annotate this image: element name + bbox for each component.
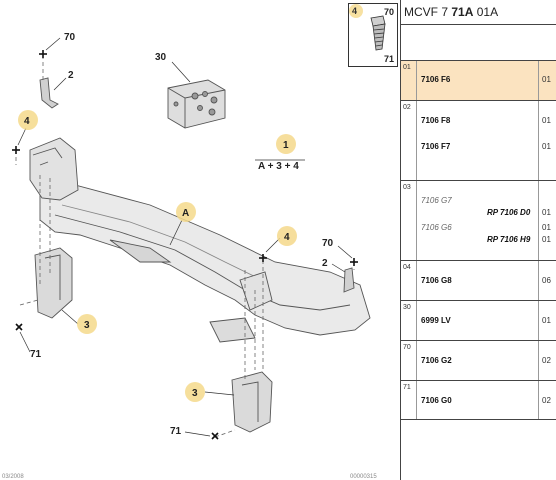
- part-row-01[interactable]: 01 7106 F6 01: [401, 60, 556, 100]
- part-ref: 7106 G2: [421, 356, 452, 365]
- clip-2-right: [343, 267, 355, 293]
- parts-panel: MCVF 7 71A 01A 01 7106 F6 01 02 7106 F8 …: [400, 0, 556, 480]
- part-ref: 7106 F6: [421, 75, 451, 84]
- part-ref: 6999 LV: [421, 316, 451, 325]
- catalog-title: MCVF 7 71A 01A: [401, 0, 556, 24]
- support-bracket-left: [34, 247, 73, 319]
- leader-lines: [17, 37, 353, 437]
- part-qty: 01: [542, 75, 551, 84]
- part-row-71[interactable]: 71 7106 G0 02: [401, 380, 556, 420]
- callout-3-bottom: 3: [192, 388, 198, 399]
- part-qty: 02: [542, 396, 551, 405]
- footer-mark-right: 00000315: [350, 474, 377, 480]
- part-row-70[interactable]: 70 7106 G2 02: [401, 340, 556, 380]
- part-row-02[interactable]: 02 7106 F8 01 7106 F7 01: [401, 100, 556, 180]
- callout-4-left: 4: [24, 116, 30, 127]
- part-ref-alt: 7106 G7: [421, 196, 452, 205]
- part-qty: 01: [542, 116, 551, 125]
- inset-qty: 4: [352, 6, 358, 16]
- catalog-suffix: 01A: [476, 5, 499, 19]
- bolt-icon: [370, 15, 386, 51]
- part-ref: 7106 G8: [421, 276, 452, 285]
- cross-member-beam: [39, 184, 371, 343]
- callout-3-left: 3: [84, 320, 90, 331]
- right-bracket: [239, 271, 273, 311]
- part-qty: 06: [542, 276, 551, 285]
- row-index: 70: [403, 344, 411, 351]
- part-qty: 02: [542, 356, 551, 365]
- block-part-30: [167, 79, 226, 129]
- callout-4-right: 4: [284, 232, 290, 243]
- left-bracket: [29, 137, 79, 201]
- clip-2-top: [39, 77, 59, 109]
- row-index: 30: [403, 304, 411, 311]
- callout-2-right: 2: [322, 258, 328, 269]
- callout-30: 30: [155, 52, 167, 63]
- callout-1-formula: A + 3 + 4: [258, 161, 299, 172]
- callout-70-top: 70: [64, 32, 76, 43]
- callout-A: A: [182, 208, 189, 219]
- callout-71-left: 71: [30, 349, 42, 360]
- assembly-lines: [15, 55, 355, 438]
- part-row-30[interactable]: 30 6999 LV 01: [401, 300, 556, 340]
- part-row-03[interactable]: 03 7106 G7 RP 7106 D0 01 7106 G6 01 RP 7…: [401, 180, 556, 260]
- callout-badges: [18, 110, 297, 402]
- inset-ref-70: 70: [383, 7, 394, 17]
- row-index: 01: [403, 64, 411, 71]
- part-ref: 7106 G0: [421, 396, 452, 405]
- row-index: 03: [403, 184, 411, 191]
- callout-1: 1: [283, 140, 289, 151]
- qty-badge: [349, 4, 363, 18]
- header-spacer-row: [401, 24, 556, 60]
- part-ref: 7106 F7: [421, 142, 451, 151]
- part-ref: 7106 F8: [421, 116, 451, 125]
- part-row-04[interactable]: 04 7106 G8 06: [401, 260, 556, 300]
- bolt-inset: 4 70 71: [348, 3, 398, 67]
- part-qty: 01: [542, 208, 551, 217]
- part-qty: 01: [542, 142, 551, 151]
- exploded-parts-diagram: 70 2 30 4 1 A + 3 + 4 A 4 70 2 3 71 3 71…: [2, 32, 377, 480]
- callout-71-bottom: 71: [170, 426, 182, 437]
- footer-mark-left: 03/2008: [2, 474, 24, 480]
- replacement-ref: RP 7106 D0: [487, 208, 531, 217]
- catalog-prefix: MCVF 7: [404, 5, 449, 19]
- screw-markers: [12, 50, 358, 440]
- callout-2-top: 2: [68, 70, 74, 81]
- row-index: 02: [403, 104, 411, 111]
- part-qty: 01: [542, 316, 551, 325]
- row-index: 04: [403, 264, 411, 271]
- catalog-bold: 71A: [451, 5, 474, 19]
- part-qty: 01: [542, 235, 551, 244]
- part-ref-alt: 7106 G6: [421, 223, 452, 232]
- callout-70-right: 70: [322, 238, 334, 249]
- support-bracket-bottom: [231, 371, 273, 433]
- replacement-ref: RP 7106 H9: [487, 235, 531, 244]
- diagram-canvas: 70 2 30 4 1 A + 3 + 4 A 4 70 2 3 71 3 71…: [2, 32, 377, 480]
- part-qty: 01: [542, 223, 551, 232]
- inset-ref-71: 71: [383, 54, 394, 64]
- row-index: 71: [403, 384, 411, 391]
